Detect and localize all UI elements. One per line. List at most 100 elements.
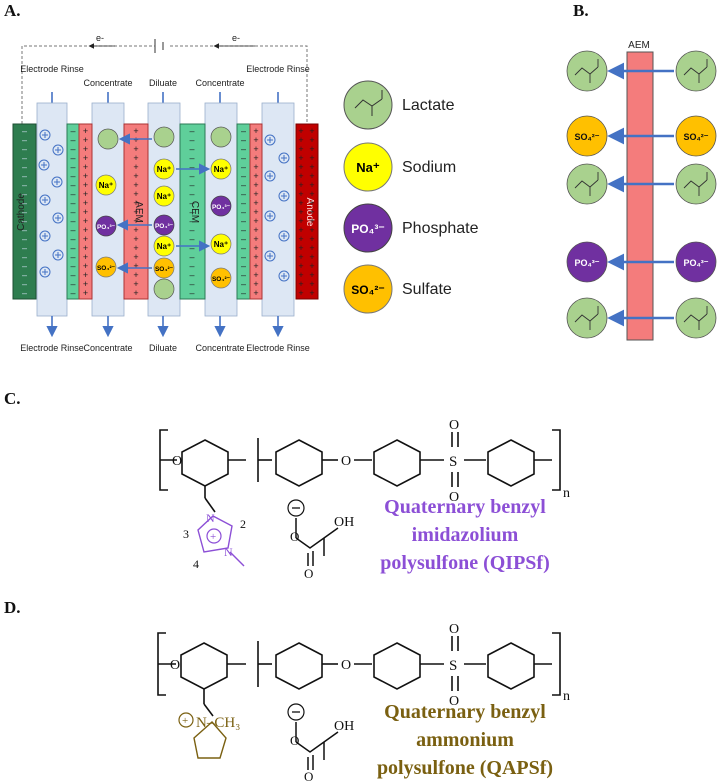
sulfate-ion — [210, 267, 232, 289]
fixed-positive-charge: + — [253, 225, 258, 235]
fixed-positive-charge: + — [253, 162, 258, 172]
fixed-negative-charge: – — [22, 261, 27, 271]
fixed-positive-charge: + — [298, 126, 303, 136]
aem-label: AEM — [133, 201, 144, 223]
qapsf-sulfur: S — [449, 658, 457, 674]
fixed-positive-charge: + — [309, 198, 314, 208]
fixed-positive-charge: + — [133, 180, 138, 190]
fixed-positive-charge: + — [83, 180, 88, 190]
lactate-structure-icon — [574, 179, 599, 189]
fixed-positive-charge: + — [133, 126, 138, 136]
fixed-negative-charge: – — [70, 279, 75, 289]
lactate-ion — [210, 126, 232, 148]
fixed-positive-charge: + — [83, 126, 88, 136]
fixed-positive-charge: + — [298, 189, 303, 199]
sodium-ion — [153, 158, 175, 180]
fixed-negative-charge: – — [189, 225, 194, 235]
fixed-positive-charge: + — [83, 198, 88, 208]
fixed-positive-charge: + — [253, 216, 258, 226]
sulfate-ion — [675, 115, 717, 157]
fixed-negative-charge: – — [22, 180, 27, 190]
imidazolium-n1: N — [206, 511, 215, 525]
fixed-positive-charge: + — [253, 180, 258, 190]
cathode — [12, 123, 37, 300]
fixed-positive-charge: + — [83, 234, 88, 244]
sulfate-ion-label: SO₄²⁻ — [97, 265, 116, 272]
fixed-positive-charge: + — [298, 171, 303, 181]
sodium-ion — [153, 185, 175, 207]
qapsf-ether-oxygen-2: O — [341, 658, 351, 673]
fixed-negative-charge: – — [189, 234, 194, 244]
cation-symbol-icon — [39, 129, 51, 141]
phosphate-ion — [153, 214, 175, 236]
fixed-positive-charge: + — [309, 153, 314, 163]
fixed-negative-charge: – — [241, 234, 246, 244]
fixed-negative-charge: – — [22, 225, 27, 235]
fixed-positive-charge: + — [298, 243, 303, 253]
fixed-positive-charge: + — [298, 162, 303, 172]
fixed-positive-charge: + — [309, 270, 314, 280]
fixed-negative-charge: – — [241, 126, 246, 136]
fixed-positive-charge: + — [83, 243, 88, 253]
fixed-positive-charge: + — [298, 198, 303, 208]
fixed-positive-charge: + — [309, 180, 314, 190]
cation-symbol-icon — [278, 230, 290, 242]
sodium-ion-label: Na⁺ — [99, 181, 113, 190]
lactate-o-d: O — [290, 733, 299, 748]
phosphate-ion — [675, 241, 717, 283]
cation-symbol-icon — [39, 194, 51, 206]
fixed-negative-charge: – — [241, 243, 246, 253]
fixed-positive-charge: + — [133, 171, 138, 181]
qapsf-backbone — [157, 632, 561, 717]
fixed-negative-charge: – — [22, 198, 27, 208]
fixed-positive-charge: + — [253, 126, 258, 136]
cathode-label: Cathode — [16, 193, 27, 231]
top-label-electrode-rinse-left: Electrode Rinse — [20, 64, 84, 74]
fixed-positive-charge: + — [83, 153, 88, 163]
fixed-negative-charge: – — [70, 234, 75, 244]
phosphate-ion — [566, 241, 608, 283]
fixed-positive-charge: + — [309, 225, 314, 235]
lactate-structure-icon — [354, 90, 383, 116]
fixed-positive-charge: + — [253, 288, 258, 298]
electron-label-left: e- — [96, 33, 104, 43]
cation-symbol-icon — [52, 249, 64, 261]
qipsf-sulfonyl-oxygen-top: O — [449, 418, 459, 433]
fixed-positive-charge: + — [309, 252, 314, 262]
ammonium-plus: + — [182, 715, 188, 727]
legend-sulfate-symbol: SO₄²⁻ — [351, 283, 384, 297]
fixed-positive-charge: + — [133, 234, 138, 244]
lactate-ion — [675, 50, 717, 92]
legend-phosphate-label: Phosphate — [402, 220, 479, 237]
fixed-positive-charge: + — [309, 216, 314, 226]
panel-b-letter: B. — [573, 1, 589, 20]
outlet-arrows — [46, 316, 284, 338]
fixed-negative-charge: – — [22, 135, 27, 145]
fixed-negative-charge: – — [70, 216, 75, 226]
legend-phosphate-symbol: PO₄³⁻ — [351, 222, 384, 236]
fixed-negative-charge: – — [70, 153, 75, 163]
fixed-positive-charge: + — [253, 153, 258, 163]
fixed-negative-charge: – — [22, 252, 27, 262]
sodium-ion — [210, 233, 232, 255]
top-label-diluate: Diluate — [149, 78, 177, 88]
fixed-negative-charge: – — [70, 180, 75, 190]
sodium-ion — [210, 158, 232, 180]
fixed-positive-charge: + — [253, 234, 258, 244]
bottom-label-concentrate-right: Concentrate — [195, 343, 244, 353]
polymer-qipsf: O O S O O n + N N 3 2 4 O O OH Quaternar… — [159, 418, 570, 581]
fixed-positive-charge: + — [133, 216, 138, 226]
fixed-positive-charge: + — [253, 261, 258, 271]
lactate-structure-icon — [683, 66, 708, 76]
fixed-negative-charge: – — [241, 135, 246, 145]
fixed-positive-charge: + — [83, 207, 88, 217]
fixed-negative-charge: – — [241, 198, 246, 208]
imidazolium-n2: N — [224, 545, 233, 559]
fixed-positive-charge: + — [253, 243, 258, 253]
top-label-concentrate-left: Concentrate — [83, 78, 132, 88]
fixed-positive-charge: + — [298, 180, 303, 190]
stream-labels-bottom: Electrode Rinse Concentrate Diluate Conc… — [20, 343, 310, 353]
fixed-negative-charge: – — [189, 252, 194, 262]
fixed-positive-charge: + — [253, 198, 258, 208]
